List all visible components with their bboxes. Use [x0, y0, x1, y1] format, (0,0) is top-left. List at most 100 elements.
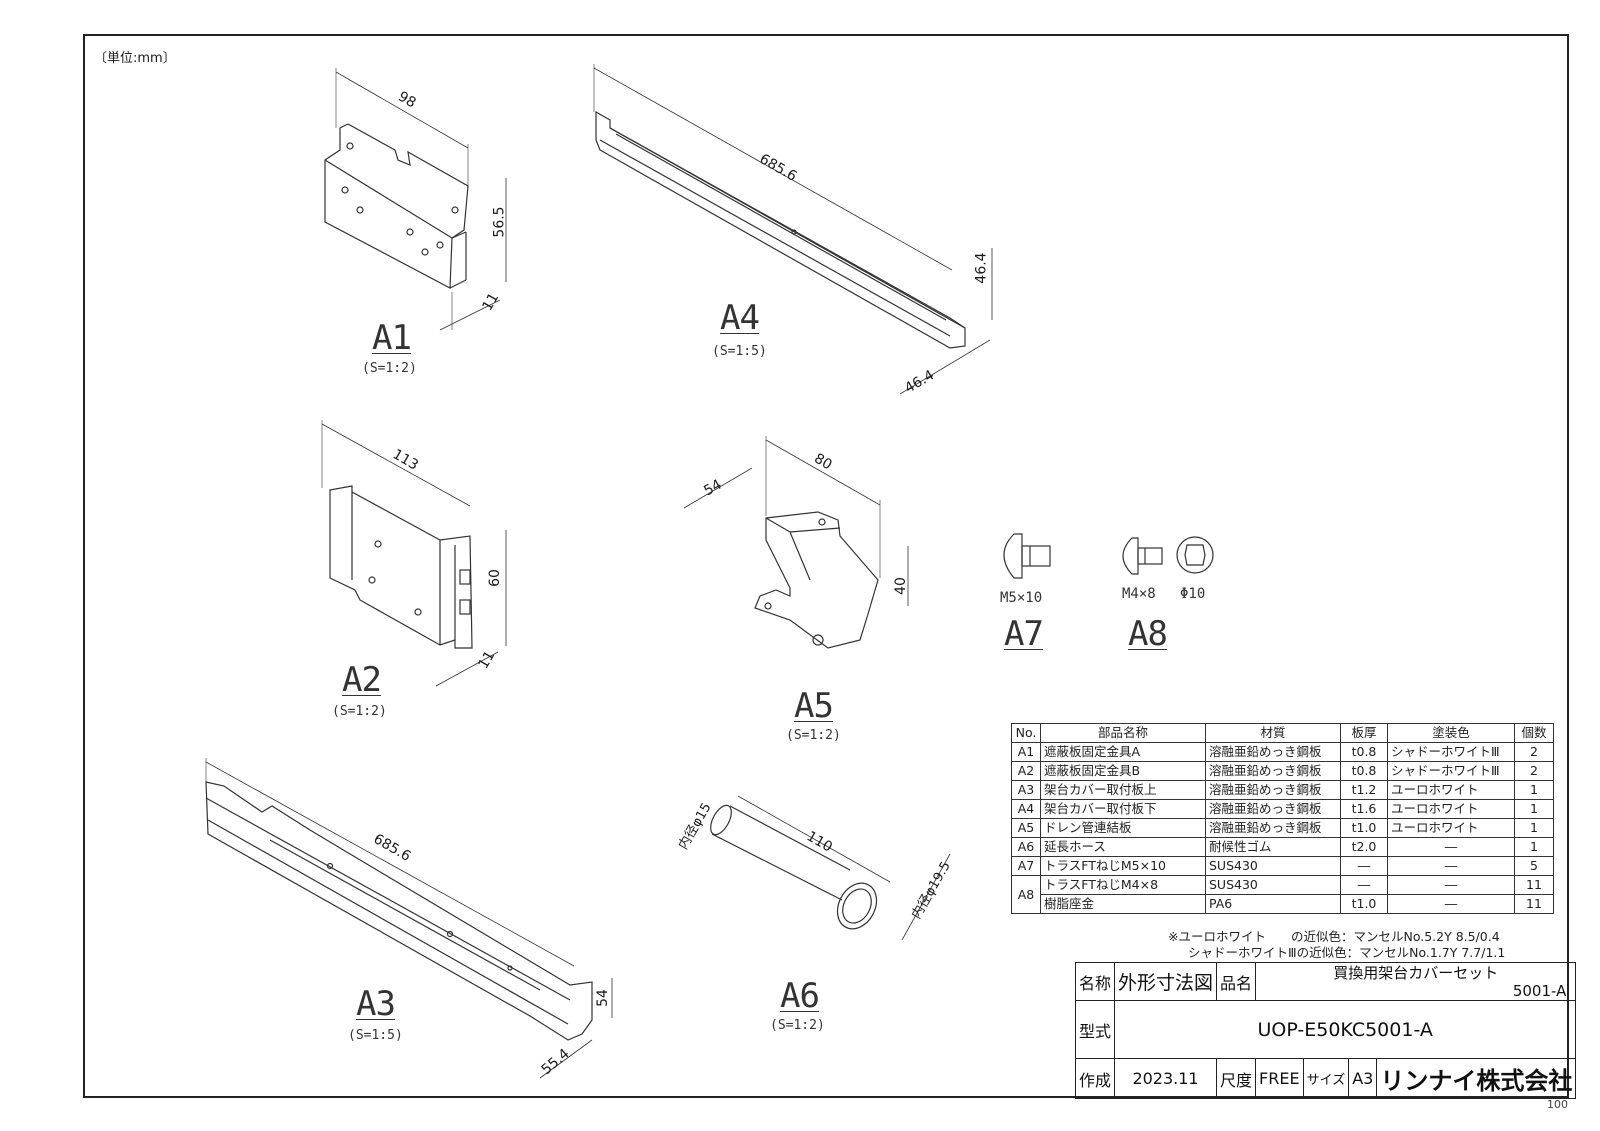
- part-label-a3: A3: [356, 984, 396, 1024]
- cell-thickness: ―: [1340, 875, 1388, 895]
- dim-a5-height: 40: [892, 577, 909, 595]
- cell-thickness: t1.0: [1340, 818, 1388, 838]
- size-value: A3: [1348, 1058, 1378, 1099]
- scale-label: 尺度: [1216, 1058, 1257, 1099]
- part-label-a8: A8: [1128, 614, 1168, 654]
- table-row: A2 遮蔽板固定金具B 溶融亜鉛めっき鋼板 t0.8 シャドーホワイトⅢ 2: [1011, 761, 1554, 781]
- cell-qty: 2: [1514, 761, 1554, 781]
- scale-value: FREE: [1255, 1058, 1304, 1099]
- part-label-a5: A5: [794, 686, 834, 726]
- cell-no: A5: [1011, 818, 1041, 838]
- cell-color: シャドーホワイトⅢ: [1387, 742, 1515, 762]
- cell-thickness: t0.8: [1340, 761, 1388, 781]
- cell-name: 延長ホース: [1040, 837, 1206, 857]
- color-note-euro: ※ユーロホワイト の近似色：マンセルNo.5.2Y 8.5/0.4: [1168, 929, 1500, 944]
- spec-a8: M4×8: [1122, 586, 1156, 602]
- cell-material: SUS430: [1205, 875, 1341, 895]
- scale-a2: (S=1:2): [332, 704, 387, 719]
- cell-thickness: t0.8: [1340, 742, 1388, 762]
- cell-thickness: t1.0: [1340, 894, 1388, 914]
- dim-a1-height: 56.5: [491, 206, 508, 238]
- part-label-a1: A1: [372, 318, 412, 358]
- table-row: A4 架台カバー取付板下 溶融亜鉛めっき鋼板 t1.6 ユーロホワイト 1: [1011, 799, 1554, 819]
- product-name-line2: 5001-A: [1512, 981, 1567, 1000]
- col-material: 材質: [1205, 723, 1341, 743]
- cell-name: 樹脂座金: [1040, 894, 1206, 914]
- table-row: 樹脂座金 PA6 t1.0 ― 11: [1012, 894, 1554, 914]
- cell-no: A6: [1011, 837, 1041, 857]
- scale-a4: (S=1:5): [712, 344, 767, 359]
- cell-color: ―: [1387, 837, 1515, 857]
- table-row: A5 ドレン管連結板 溶融亜鉛めっき鋼板 t1.0 ユーロホワイト 1: [1011, 818, 1554, 838]
- col-no: No.: [1011, 723, 1041, 743]
- cell-material: 溶融亜鉛めっき鋼板: [1205, 799, 1341, 819]
- part-label-a6: A6: [780, 976, 820, 1016]
- cell-no: A4: [1011, 799, 1041, 819]
- part-a7-drawing: [1003, 533, 1051, 579]
- cell-color: ユーロホワイト: [1387, 799, 1515, 819]
- parts-table-header: No. 部品名称 材質 板厚 塗装色 個数: [1011, 723, 1554, 743]
- cell-thickness: t1.2: [1340, 780, 1388, 800]
- cell-qty: 2: [1514, 742, 1554, 762]
- part-a4-drawing: [593, 64, 993, 395]
- product-label: 品名: [1216, 962, 1257, 1001]
- drawing-frame: [83, 34, 1569, 1098]
- part-a2-drawing: [321, 420, 507, 687]
- table-row: A1 遮蔽板固定金具A 溶融亜鉛めっき鋼板 t0.8 シャドーホワイトⅢ 2: [1011, 742, 1554, 762]
- page-number: 100: [1547, 1098, 1568, 1111]
- cell-color: ユーロホワイト: [1387, 780, 1515, 800]
- scale-a3: (S=1:5): [348, 1028, 403, 1043]
- cell-no: A3: [1011, 780, 1041, 800]
- name-label: 名称: [1074, 962, 1116, 1001]
- model-number: UOP-E50KC5001-A: [1114, 1000, 1577, 1059]
- part-a5-drawing: [683, 436, 909, 649]
- drawing-name: 外形寸法図: [1114, 962, 1218, 1001]
- cell-color: シャドーホワイトⅢ: [1387, 761, 1515, 781]
- cell-material: 溶融亜鉛めっき鋼板: [1205, 761, 1341, 781]
- col-qty: 個数: [1514, 723, 1554, 743]
- col-color: 塗装色: [1387, 723, 1515, 743]
- cell-thickness: t2.0: [1340, 837, 1388, 857]
- cell-name: 遮蔽板固定金具B: [1040, 761, 1206, 781]
- table-row: A6 延長ホース 耐候性ゴム t2.0 ― 1: [1011, 837, 1554, 857]
- spec-a7: M5×10: [1000, 590, 1043, 606]
- cell-material: 溶融亜鉛めっき鋼板: [1205, 780, 1341, 800]
- scale-a1: (S=1:2): [362, 361, 417, 376]
- part-a3-drawing: [205, 758, 613, 1079]
- part-a8-drawing: [1122, 536, 1214, 575]
- cell-qty: 1: [1514, 818, 1554, 838]
- scale-a5: (S=1:2): [786, 728, 841, 743]
- cell-qty: 1: [1514, 799, 1554, 819]
- table-row: A8 トラスFTねじM4×8 SUS430 ― ― 11: [1011, 875, 1554, 914]
- dim-a3-height: 54: [594, 989, 611, 1007]
- part-label-a2: A2: [342, 660, 382, 700]
- dim-a2-height: 60: [486, 569, 503, 587]
- cell-material: 溶融亜鉛めっき鋼板: [1205, 742, 1341, 762]
- cell-qty: 1: [1514, 780, 1554, 800]
- cell-name: トラスFTねじM4×8: [1040, 875, 1206, 895]
- cell-material: PA6: [1205, 894, 1341, 914]
- cell-name: ドレン管連結板: [1040, 818, 1206, 838]
- cell-qty: 1: [1514, 837, 1554, 857]
- product-name: 買換用架台カバーセット 5001-A: [1255, 962, 1577, 1001]
- col-part-name: 部品名称: [1040, 723, 1206, 743]
- cell-qty: 11: [1514, 875, 1554, 895]
- cell-material: SUS430: [1205, 856, 1341, 876]
- cell-no: A1: [1011, 742, 1041, 762]
- title-block: 名称 外形寸法図 品名 買換用架台カバーセット 5001-A 型式 UOP-E5…: [1074, 962, 1577, 1099]
- cell-no: A2: [1011, 761, 1041, 781]
- cell-material: 耐候性ゴム: [1205, 837, 1341, 857]
- part-a6-drawing: [710, 795, 951, 941]
- cell-thickness: t1.6: [1340, 799, 1388, 819]
- cell-name: 架台カバー取付板下: [1040, 799, 1206, 819]
- col-thickness: 板厚: [1340, 723, 1388, 743]
- cell-qty: 11: [1514, 894, 1554, 914]
- cell-color: ―: [1387, 856, 1515, 876]
- table-row: A3 架台カバー取付板上 溶融亜鉛めっき鋼板 t1.2 ユーロホワイト 1: [1011, 780, 1554, 800]
- cell-name: トラスFTねじM5×10: [1040, 856, 1206, 876]
- part-label-a4: A4: [720, 298, 760, 338]
- dim-a4-height: 46.4: [973, 252, 990, 284]
- created-date: 2023.11: [1114, 1058, 1218, 1099]
- cell-name: 遮蔽板固定金具A: [1040, 742, 1206, 762]
- unit-note: 〔単位:mm〕: [94, 51, 176, 66]
